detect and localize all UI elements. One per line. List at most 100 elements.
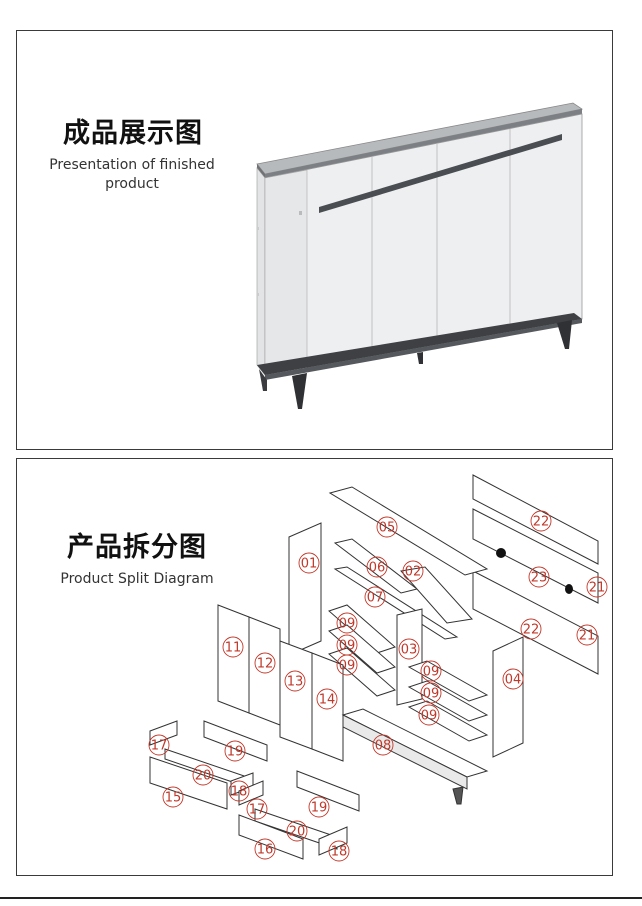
part-09-f (407, 700, 489, 742)
part-label-text: 19 (311, 801, 328, 816)
part-18-b (318, 826, 348, 856)
finished-subtitle-line2: product (105, 176, 159, 192)
part-label-23: 23 (528, 566, 550, 588)
part-label-circle (576, 624, 598, 646)
part-08-leg (452, 786, 464, 805)
part-label-09: 09 (420, 682, 442, 704)
part-label-text: 18 (231, 785, 248, 800)
finished-cabinet-illustration (256, 102, 584, 409)
part-label-text: 09 (339, 659, 356, 674)
part-label-14: 14 (316, 688, 338, 710)
part-label-text: 12 (257, 657, 274, 672)
part-label-circle (398, 638, 420, 660)
part-label-text: 09 (421, 709, 438, 724)
part-label-circle (192, 764, 214, 786)
part-label-circle (528, 566, 550, 588)
part-22-top (472, 474, 599, 565)
part-label-08: 08 (372, 734, 394, 756)
part-label-text: 19 (227, 745, 244, 760)
part-label-18: 18 (328, 840, 350, 862)
part-label-circle (228, 780, 250, 802)
part-label-circle (402, 560, 424, 582)
part-label-07: 07 (364, 586, 386, 608)
part-label-circle (148, 734, 170, 756)
part-label-circle (336, 654, 358, 676)
cabinet-leg-mid (417, 352, 423, 364)
part-label-text: 22 (523, 623, 540, 638)
finished-subtitle-line1: Presentation of finished (49, 157, 215, 173)
part-23 (472, 508, 599, 604)
part-label-text: 02 (405, 565, 422, 580)
part-label-20: 20 (286, 820, 308, 842)
part-label-22: 22 (520, 618, 542, 640)
part-label-text: 16 (257, 843, 274, 858)
part-label-circle (376, 516, 398, 538)
part-13 (279, 640, 313, 750)
part-label-circle (418, 704, 440, 726)
part-label-circle (254, 838, 276, 860)
part-label-text: 13 (287, 675, 304, 690)
cabinet-handle (319, 134, 562, 213)
part-label-circle (308, 796, 330, 818)
part-label-19: 19 (308, 796, 330, 818)
part-09-e (407, 680, 489, 722)
cabinet-leg-front (292, 373, 307, 409)
part-label-09: 09 (336, 634, 358, 656)
part-label-circle (372, 734, 394, 756)
part-label-circle (530, 510, 552, 532)
split-title: 产品拆分图 (67, 532, 207, 563)
part-label-text: 21 (579, 629, 596, 644)
part-label-circle (298, 552, 320, 574)
part-11 (217, 604, 250, 714)
part-label-circle (246, 798, 268, 820)
part-label-09: 09 (420, 660, 442, 682)
cabinet-side (256, 167, 266, 376)
part-19-b (296, 770, 360, 812)
part-01 (288, 522, 322, 656)
part-label-19: 19 (224, 740, 246, 762)
part-label-06: 06 (366, 556, 388, 578)
part-label-text: 01 (301, 557, 318, 572)
part-label-01: 01 (298, 552, 320, 574)
part-label-17: 17 (246, 798, 268, 820)
part-label-text: 17 (151, 739, 168, 754)
part-label-09: 09 (336, 612, 358, 634)
part-label-11: 11 (222, 636, 244, 658)
part-label-22: 22 (530, 510, 552, 532)
part-label-09: 09 (418, 704, 440, 726)
part-label-text: 04 (505, 673, 522, 688)
cabinet-leg-left (259, 369, 267, 391)
part-label-circle (586, 576, 608, 598)
part-label-circle (316, 688, 338, 710)
part-label-20: 20 (192, 764, 214, 786)
part-label-04: 04 (502, 668, 524, 690)
part-label-text: 18 (331, 845, 348, 860)
part-09-d (407, 660, 489, 702)
part-label-text: 09 (339, 639, 356, 654)
part-15 (149, 756, 228, 810)
part-label-circle (254, 652, 276, 674)
part-label-circle (420, 660, 442, 682)
part-label-text: 06 (369, 561, 386, 576)
part-20-b (254, 808, 338, 850)
part-label-text: 21 (589, 581, 606, 596)
part-label-text: 15 (165, 791, 182, 806)
part-label-text: 14 (319, 693, 336, 708)
part-label-03: 03 (398, 638, 420, 660)
part-label-15: 15 (162, 786, 184, 808)
part-label-text: 17 (249, 803, 266, 818)
part-09-b (328, 624, 396, 674)
part-16 (238, 814, 304, 860)
part-label-circle (328, 840, 350, 862)
part-label-text: 09 (423, 687, 440, 702)
part-09-c (328, 647, 396, 697)
part-label-12: 12 (254, 652, 276, 674)
page-bottom-rule (0, 897, 642, 899)
part-label-21: 21 (586, 576, 608, 598)
part-label-circle (286, 820, 308, 842)
part-label-13: 13 (284, 670, 306, 692)
part-label-circle (520, 618, 542, 640)
part-02 (400, 566, 473, 624)
part-label-05: 05 (376, 516, 398, 538)
part-03 (396, 608, 423, 706)
